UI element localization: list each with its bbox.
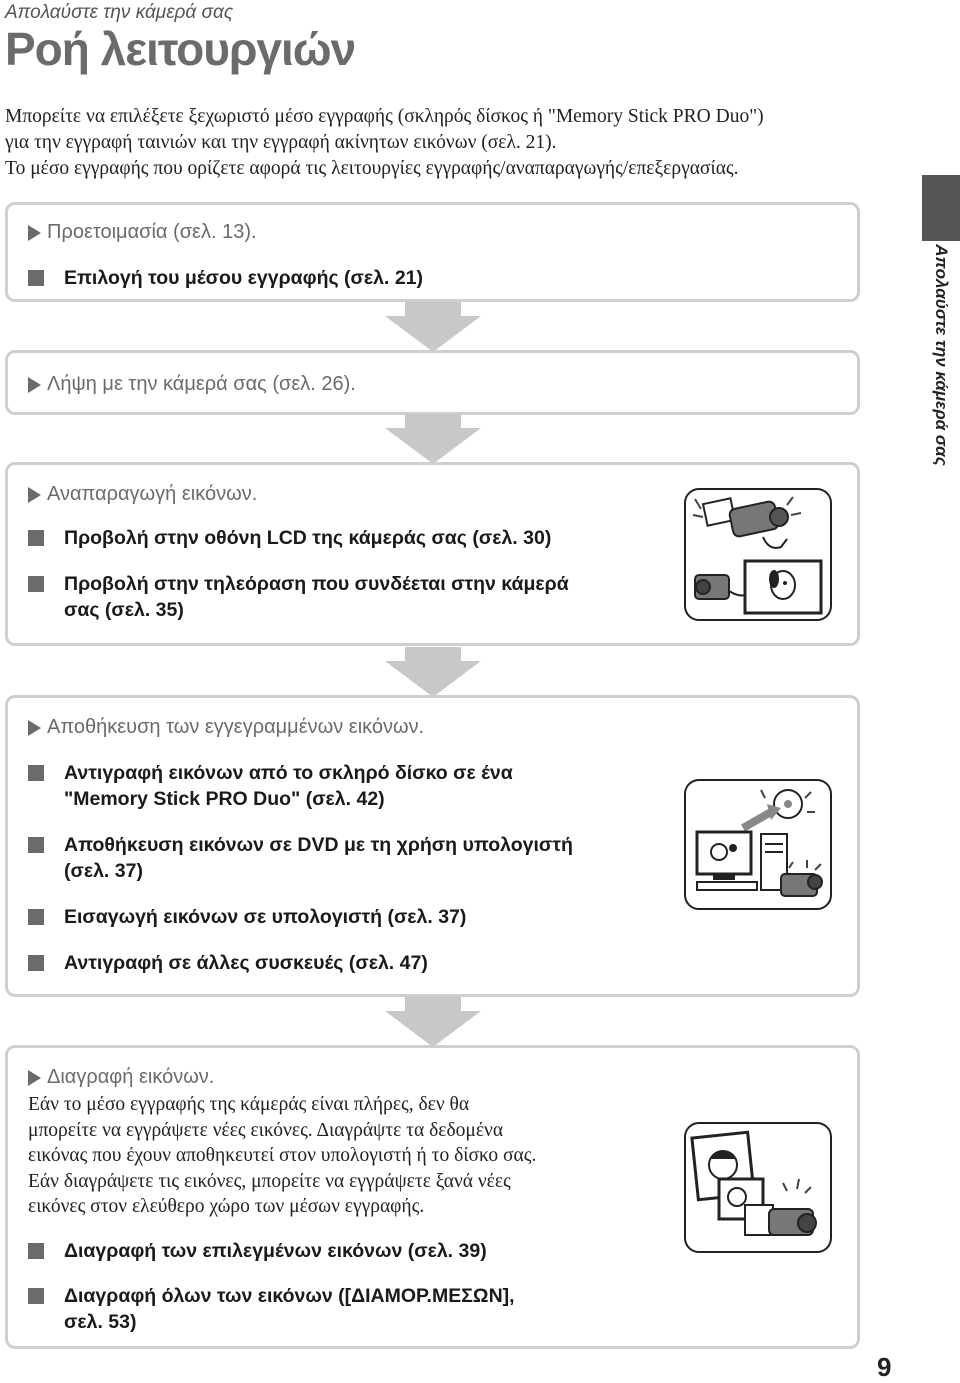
page-number: 9 (877, 1352, 892, 1382)
step-prepare-box: Προετοιμασία (σελ. 13). Επιλογή του μέσο… (5, 202, 860, 302)
step-heading-text: Διαγραφή εικόνων. (47, 1066, 215, 1088)
flow-arrow-down-icon (385, 647, 481, 697)
item-text: σας (σελ. 35) (64, 599, 184, 621)
description-line: Εάν το μέσο εγγραφής της κάμεράς είναι π… (28, 1094, 470, 1115)
item-text: Διαγραφή όλων των εικόνων ([ΔΙΑΜΟΡ.ΜΕΣΩΝ… (64, 1285, 515, 1307)
flow-arrow-down-icon (385, 414, 481, 464)
delete-illustration (684, 1122, 832, 1253)
flow-arrow-down-icon (385, 997, 481, 1047)
save-illustration (684, 779, 832, 910)
step-item: Διαγραφή όλων των εικόνων ([ΔΙΑΜΟΡ.ΜΕΣΩΝ… (28, 1283, 664, 1335)
delete-description: Εάν το μέσο εγγραφής της κάμεράς είναι π… (28, 1092, 638, 1220)
step-heading-text: Αναπαραγωγή εικόνων. (47, 483, 258, 505)
item-text: Προβολή στην τηλεόραση που συνδέεται στη… (64, 573, 569, 595)
flow-arrow-down-icon (385, 302, 481, 352)
step-shoot-heading: Λήψη με την κάμερά σας (σελ. 26). (28, 373, 356, 396)
item-text: Αντιγραφή εικόνων από το σκληρό δίσκο σε… (64, 762, 513, 784)
square-bullet-icon (28, 1288, 44, 1304)
step-item: Επιλογή του μέσου εγγραφής (σελ. 21) (28, 265, 664, 291)
description-line: μπορείτε να εγγράψετε νέες εικόνες. Διαγ… (28, 1119, 504, 1141)
step-item: Διαγραφή των επιλεγμένων εικόνων (σελ. 3… (28, 1238, 664, 1264)
page-title: Ροή λειτουργιών (5, 23, 356, 75)
intro-text: Μπορείτε να επιλέξετε ξεχωριστό μέσο εγγ… (5, 104, 885, 182)
step-heading-text: Αποθήκευση των εγγεγραμμένων εικόνων. (47, 716, 425, 738)
intro-line: Το μέσο εγγραφής που ορίζετε αφορά τις λ… (5, 158, 739, 179)
step-item: Προβολή στην οθόνη LCD της κάμεράς σας (… (28, 525, 664, 551)
item-text: "Memory Stick PRO Duo" (σελ. 42) (64, 788, 385, 810)
item-text: Εισαγωγή εικόνων σε υπολογιστή (σελ. 37) (64, 906, 467, 928)
triangle-bullet-icon (28, 224, 41, 241)
side-section-label: Απολαύστε την κάμερά σας (932, 244, 951, 466)
description-line: εικόνες στον ελεύθερο χώρο των μέσων εγγ… (28, 1196, 425, 1217)
triangle-bullet-icon (28, 719, 41, 736)
intro-line: για την εγγραφή ταινιών και την εγγραφή … (5, 132, 557, 153)
step-play-heading: Αναπαραγωγή εικόνων. (28, 483, 257, 506)
square-bullet-icon (28, 765, 44, 781)
step-item: Εισαγωγή εικόνων σε υπολογιστή (σελ. 37) (28, 904, 664, 930)
description-line: εικόνας που έχουν αποθηκευτεί στον υπολο… (28, 1145, 537, 1166)
description-line: Εάν διαγράψετε τις εικόνες, μπορείτε να … (28, 1170, 511, 1192)
square-bullet-icon (28, 909, 44, 925)
step-heading-text: Λήψη με την κάμερά σας (σελ. 26). (47, 373, 356, 395)
square-bullet-icon (28, 1243, 44, 1259)
item-text: Αντιγραφή σε άλλες συσκευές (σελ. 47) (64, 952, 428, 974)
triangle-bullet-icon (28, 376, 41, 393)
item-text: Επιλογή του μέσου εγγραφής (σελ. 21) (64, 267, 423, 289)
section-label: Απολαύστε την κάμερά σας (5, 2, 234, 23)
square-bullet-icon (28, 270, 44, 286)
square-bullet-icon (28, 837, 44, 853)
item-text: (σελ. 37) (64, 860, 143, 882)
step-item: Αντιγραφή εικόνων από το σκληρό δίσκο σε… (28, 760, 664, 812)
square-bullet-icon (28, 530, 44, 546)
item-text: σελ. 53) (64, 1311, 137, 1333)
step-item: Αποθήκευση εικόνων σε DVD με τη χρήση υπ… (28, 832, 664, 884)
step-save-heading: Αποθήκευση των εγγεγραμμένων εικόνων. (28, 716, 424, 739)
playback-illustration (684, 488, 832, 621)
triangle-bullet-icon (28, 1069, 41, 1086)
step-heading-text: Προετοιμασία (σελ. 13). (47, 221, 257, 243)
triangle-bullet-icon (28, 486, 41, 503)
step-item: Προβολή στην τηλεόραση που συνδέεται στη… (28, 571, 664, 623)
item-text: Διαγραφή των επιλεγμένων εικόνων (σελ. 3… (64, 1240, 487, 1262)
step-prepare-heading: Προετοιμασία (σελ. 13). (28, 221, 257, 244)
square-bullet-icon (28, 576, 44, 592)
item-text: Προβολή στην οθόνη LCD της κάμεράς σας (… (64, 527, 552, 549)
step-shoot-box: Λήψη με την κάμερά σας (σελ. 26). (5, 350, 860, 415)
side-tab-marker (922, 175, 960, 241)
intro-line: Μπορείτε να επιλέξετε ξεχωριστό μέσο εγγ… (5, 106, 764, 127)
step-delete-heading: Διαγραφή εικόνων. (28, 1066, 214, 1089)
step-item: Αντιγραφή σε άλλες συσκευές (σελ. 47) (28, 950, 664, 976)
item-text: Αποθήκευση εικόνων σε DVD με τη χρήση υπ… (64, 834, 573, 856)
square-bullet-icon (28, 955, 44, 971)
